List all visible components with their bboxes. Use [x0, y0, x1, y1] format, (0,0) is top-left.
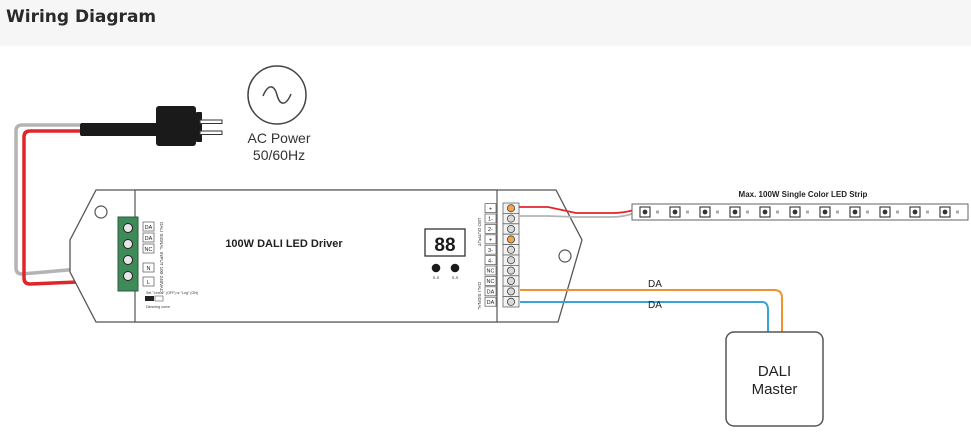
- output-label-text-4: 3-: [488, 248, 493, 254]
- sine-wave-icon: [262, 86, 292, 104]
- dip-switch-caption-1: Set "Linear" (OFF) or "Log" (ON): [146, 291, 198, 295]
- led-chip-3: [729, 206, 749, 218]
- button-left: [431, 263, 441, 273]
- output-label-8: DA: [484, 286, 497, 297]
- dali-master-box: [725, 331, 824, 427]
- dali-signal-wires: [520, 289, 783, 334]
- seven-segment-display: 88: [424, 228, 466, 257]
- dali-signal-vertical-label-right: DALI SIGNAL: [477, 282, 482, 310]
- output-label-text-6: NC: [487, 269, 495, 275]
- output-terminal-1: [502, 212, 520, 225]
- label-n: N: [147, 266, 151, 272]
- input-terminal-block: [117, 216, 139, 292]
- output-label-text-1: 1-: [488, 217, 493, 223]
- ac-input-wires: [14, 123, 126, 286]
- dali-master-line1: DALI: [758, 363, 791, 380]
- output-terminal-5: [502, 254, 520, 266]
- output-label-text-0: +: [489, 206, 492, 212]
- led-strip: [631, 203, 969, 221]
- output-labels: +1- 2- +3- 4- NC NC DA DA: [484, 203, 497, 307]
- button-left-label: S-S: [433, 275, 440, 280]
- output-terminal-0: [502, 202, 520, 214]
- led-chip-2: [699, 206, 719, 218]
- led-chip-6: [819, 206, 839, 218]
- dip-switch-caption-2: Dimming curve: [146, 305, 170, 309]
- output-terminal-9: [502, 296, 520, 308]
- output-label-3: +: [484, 234, 497, 245]
- led-chip-8: [879, 206, 899, 218]
- output-terminal-8: [502, 285, 520, 298]
- output-label-5: 4-: [484, 255, 497, 265]
- output-label-text-5: 4-: [488, 258, 493, 264]
- label-da-2: DA: [145, 236, 153, 242]
- mount-hole-left: [94, 205, 108, 219]
- led-chip-7: [849, 206, 869, 218]
- dip-switch: [145, 295, 164, 302]
- output-terminal-block: [502, 202, 520, 308]
- page-title: Wiring Diagram: [6, 7, 157, 27]
- da-label-top: DA: [648, 279, 662, 290]
- output-label-0: +: [484, 203, 497, 213]
- output-terminal-2: [502, 223, 520, 235]
- output-terminal-6: [502, 264, 520, 277]
- ac-power-symbol: [247, 65, 307, 125]
- output-terminal-3: [502, 233, 520, 245]
- orange-da-wire: [520, 289, 783, 334]
- output-label-text-2: 2-: [488, 227, 493, 233]
- gray-led-wire: [519, 212, 635, 218]
- led-chip-9: [909, 206, 929, 218]
- output-label-text-7: NC: [487, 279, 495, 285]
- mount-hole-right: [558, 249, 572, 263]
- red-led-wire: [519, 206, 635, 214]
- ac-frequency-label: 50/60Hz: [253, 147, 305, 163]
- led-chip-4: [759, 206, 779, 218]
- output-label-6: NC: [484, 265, 497, 276]
- red-mains-wire: [22, 129, 126, 286]
- led-output-vertical-label: LED OUTPUT: [477, 218, 482, 247]
- output-label-text-9: DA: [487, 300, 495, 306]
- button-right: [450, 263, 460, 273]
- da-label-bottom: DA: [648, 300, 662, 311]
- output-terminal-4: [502, 244, 520, 256]
- button-right-label: S-S: [452, 275, 459, 280]
- output-label-2: 2-: [484, 224, 497, 234]
- output-label-4: 3-: [484, 244, 497, 255]
- led-chips: [639, 206, 959, 218]
- output-label-text-3: +: [489, 238, 492, 244]
- display-digits: 88: [434, 235, 455, 256]
- led-chip-10: [939, 206, 959, 218]
- output-label-text-8: DA: [487, 290, 495, 296]
- power-plug: [80, 106, 223, 146]
- dali-master-line2: Master: [752, 381, 798, 398]
- led-chip-0: [639, 206, 659, 218]
- output-label-9: DA: [484, 296, 497, 307]
- gray-mains-wire: [14, 123, 126, 276]
- output-terminal-7: [502, 275, 520, 287]
- ac-power-label: AC Power: [247, 130, 310, 146]
- dali-signal-vertical-label: DALI SIGNAL: [159, 222, 164, 250]
- output-label-1: 1-: [484, 213, 497, 224]
- header-band: [0, 0, 971, 46]
- blue-da-wire: [520, 301, 769, 334]
- label-l: L: [147, 280, 150, 286]
- led-output-wires: [519, 206, 635, 218]
- driver-name-label: 100W DALI LED Driver: [225, 238, 343, 250]
- led-strip-label: Max. 100W Single Color LED Strip: [739, 190, 868, 199]
- label-da-1: DA: [145, 225, 153, 231]
- input-voltage-vertical-label: INPUT 100-240VAC: [159, 252, 164, 293]
- led-chip-5: [789, 206, 809, 218]
- label-nc: NC: [145, 247, 153, 253]
- output-label-7: NC: [484, 276, 497, 286]
- led-chip-1: [669, 206, 689, 218]
- input-labels: DA DA NC N L: [142, 221, 155, 287]
